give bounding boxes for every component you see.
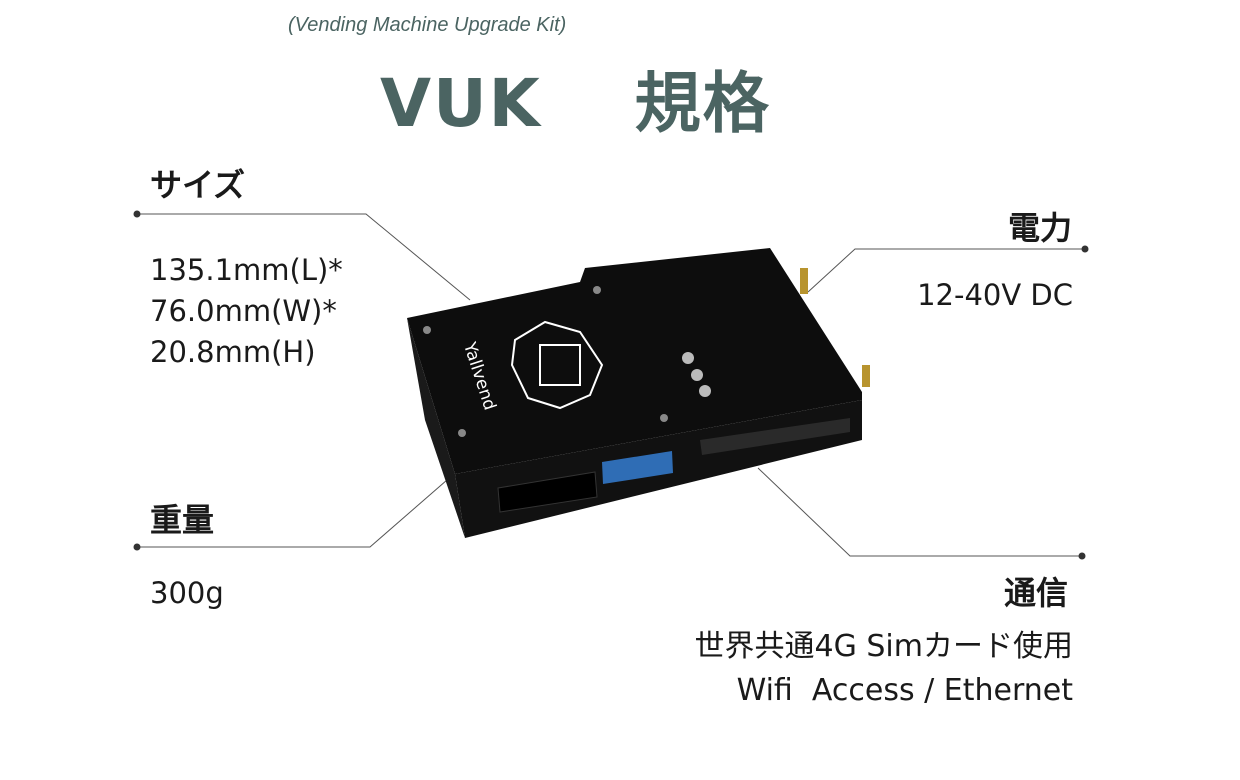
power-value: 12-40V DC [917, 278, 1073, 312]
comm-values: 世界共通4G Simカード使用 Wifi Access / Ethernet [695, 625, 1073, 713]
power-heading: 電力 [1007, 209, 1072, 247]
size-height: 20.8mm(H) [150, 335, 316, 369]
page-title: VUK 規格 [380, 65, 771, 142]
device [407, 248, 870, 538]
size-width: 76.0mm(W)* [150, 294, 337, 328]
weight-heading: 重量 [150, 501, 215, 539]
size-heading: サイズ [150, 166, 246, 204]
comm-wifi: Wifi Access / Ethernet [736, 673, 1073, 708]
size-values: 135.1mm(L)* 76.0mm(W)* 20.8mm(H) [150, 250, 343, 373]
weight-value: 300g [150, 576, 224, 610]
comm-cellular: 世界共通4G Simカード使用 [694, 629, 1073, 664]
subtitle: (Vending Machine Upgrade Kit) [288, 14, 567, 36]
size-length: 135.1mm(L)* [150, 253, 343, 287]
callout-lines [137, 213, 1085, 557]
comm-heading: 通信 [1003, 574, 1068, 612]
